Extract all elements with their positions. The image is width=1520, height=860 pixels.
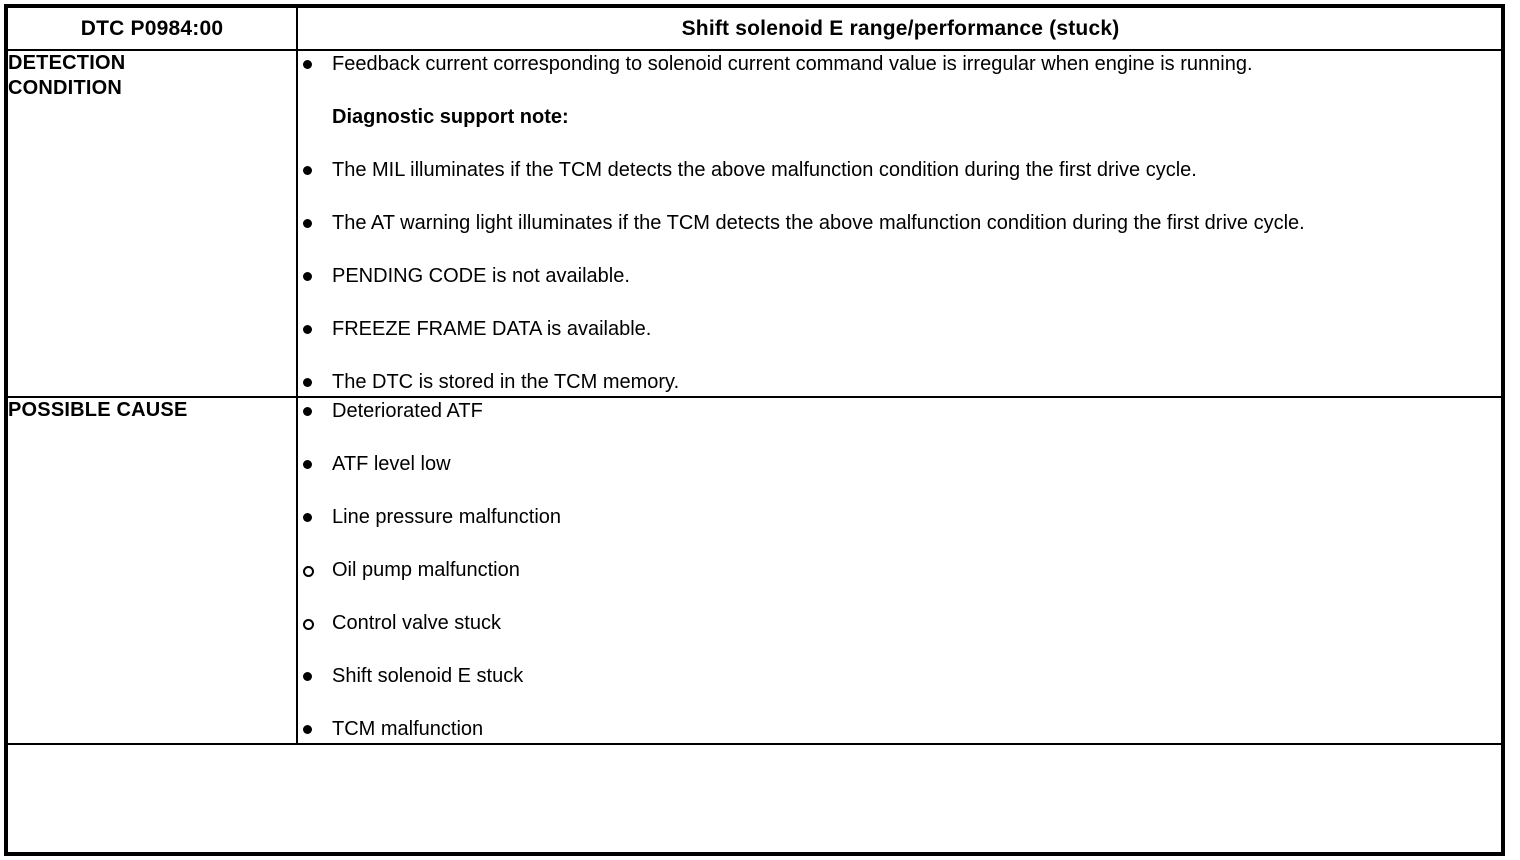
bullet-dot-icon xyxy=(303,219,312,228)
detection-condition-label: DETECTION CONDITION xyxy=(8,52,126,99)
table-header-row: DTC P0984:00 Shift solenoid E range/perf… xyxy=(6,6,1505,51)
list-item-text: TCM malfunction xyxy=(332,718,484,740)
list-item: The MIL illuminates if the TCM detects t… xyxy=(298,157,1503,184)
list-item: The AT warning light illuminates if the … xyxy=(298,210,1503,237)
bullet-dot-icon xyxy=(303,513,312,522)
bullet-dot-icon xyxy=(303,460,312,469)
list-item-text: Diagnostic support note: xyxy=(332,106,569,128)
bullet-dot-icon xyxy=(303,325,312,334)
list-item-text: PENDING CODE is not available. xyxy=(332,265,630,287)
list-item: The DTC is stored in the TCM memory. xyxy=(298,369,1503,396)
list-item: Feedback current corresponding to soleno… xyxy=(298,51,1503,78)
bullet-dot-icon xyxy=(303,272,312,281)
bullet-dot-icon xyxy=(303,166,312,175)
list-item: Shift solenoid E stuck xyxy=(298,663,1503,690)
bullet-dot-icon xyxy=(303,407,312,416)
list-item-text: The AT warning light illuminates if the … xyxy=(332,212,1305,234)
possible-cause-label: POSSIBLE CAUSE xyxy=(8,399,188,421)
list-item-text: Shift solenoid E stuck xyxy=(332,665,524,687)
sub-list-item: Control valve stuck xyxy=(298,610,1503,637)
list-item: ATF level low xyxy=(298,451,1503,478)
bullet-ring-icon xyxy=(303,566,314,577)
possible-cause-list: Deteriorated ATF ATF level low Line pres… xyxy=(298,398,1503,743)
possible-cause-label-cell: POSSIBLE CAUSE xyxy=(6,396,298,745)
dtc-information-table: DTC P0984:00 Shift solenoid E range/perf… xyxy=(6,6,1505,745)
table-row: POSSIBLE CAUSE Deteriorated ATF ATF leve… xyxy=(6,396,1505,745)
list-item-text: Line pressure malfunction xyxy=(332,506,562,528)
detection-condition-label-cell: DETECTION CONDITION xyxy=(6,49,298,398)
list-item-text: ATF level low xyxy=(332,453,451,475)
list-item-text: Control valve stuck xyxy=(332,612,501,634)
table-row: DETECTION CONDITION Feedback current cor… xyxy=(6,49,1505,398)
list-item-text: Feedback current corresponding to soleno… xyxy=(332,53,1253,75)
bullet-dot-icon xyxy=(303,725,312,734)
dtc-code-cell: DTC P0984:00 xyxy=(6,6,298,51)
list-item: TCM malfunction xyxy=(298,716,1503,743)
bullet-ring-icon xyxy=(303,619,314,630)
bullet-dot-icon xyxy=(303,60,312,69)
list-item: FREEZE FRAME DATA is available. xyxy=(298,316,1503,343)
detection-condition-list: Feedback current corresponding to soleno… xyxy=(298,51,1503,396)
bullet-dot-icon xyxy=(303,672,312,681)
list-item: PENDING CODE is not available. xyxy=(298,263,1503,290)
diagnostic-support-note-heading: Diagnostic support note: xyxy=(298,104,1503,131)
list-item: Deteriorated ATF xyxy=(298,398,1503,425)
list-item-text: The MIL illuminates if the TCM detects t… xyxy=(332,159,1197,181)
list-item-text: Deteriorated ATF xyxy=(332,400,483,422)
dtc-title-cell: Shift solenoid E range/performance (stuc… xyxy=(296,6,1505,51)
possible-cause-content-cell: Deteriorated ATF ATF level low Line pres… xyxy=(296,396,1505,745)
list-item-text: Oil pump malfunction xyxy=(332,559,520,581)
list-item-text: FREEZE FRAME DATA is available. xyxy=(332,318,652,340)
sub-list-item: Oil pump malfunction xyxy=(298,557,1503,584)
bullet-dot-icon xyxy=(303,378,312,387)
list-item: Line pressure malfunction xyxy=(298,504,1503,531)
detection-condition-content-cell: Feedback current corresponding to soleno… xyxy=(296,49,1505,398)
list-item-text: The DTC is stored in the TCM memory. xyxy=(332,371,680,393)
